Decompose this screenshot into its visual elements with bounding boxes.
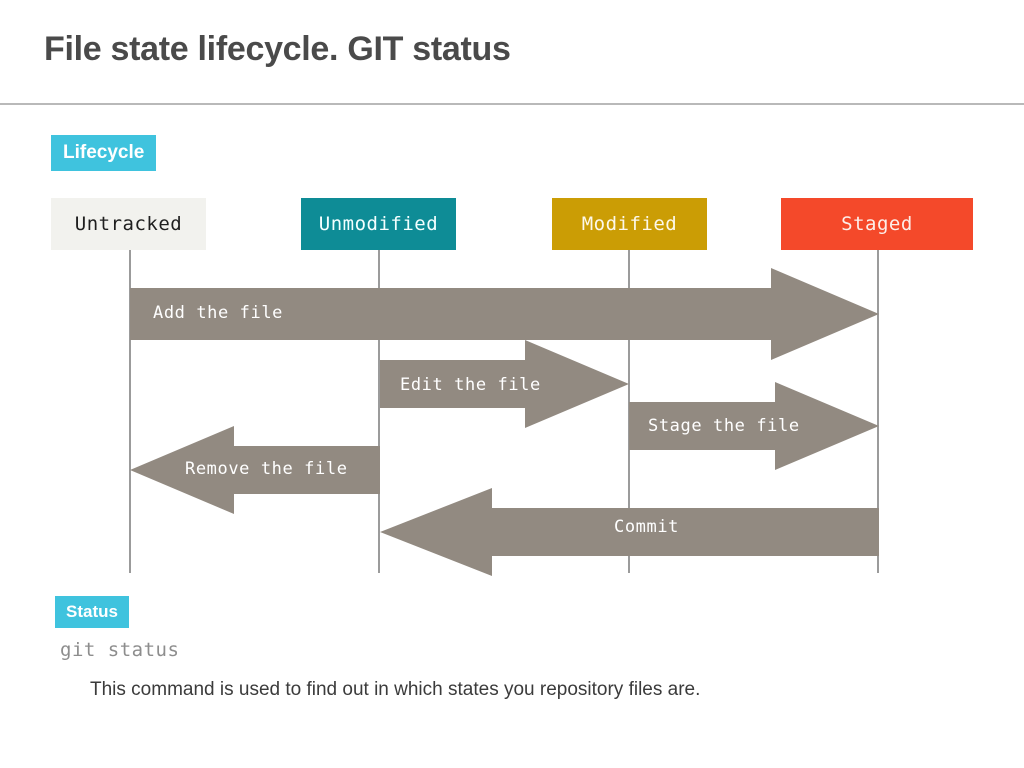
lifeline-untracked bbox=[129, 250, 131, 573]
arrow-remove-the-file[interactable] bbox=[130, 426, 380, 514]
arrow-shape-left bbox=[380, 488, 879, 576]
arrow-label-add-the-file: Add the file bbox=[153, 303, 284, 323]
state-box-staged[interactable]: Staged bbox=[781, 198, 973, 250]
arrow-label-stage-the-file: Stage the file bbox=[648, 416, 800, 436]
arrow-stage-the-file[interactable] bbox=[629, 382, 879, 470]
state-box-untracked[interactable]: Untracked bbox=[51, 198, 206, 250]
arrow-add-the-file[interactable] bbox=[130, 268, 879, 360]
lifeline-staged bbox=[877, 250, 879, 573]
state-box-modified[interactable]: Modified bbox=[552, 198, 707, 250]
arrow-label-edit-the-file: Edit the file bbox=[400, 375, 541, 395]
arrow-commit[interactable] bbox=[380, 488, 879, 576]
lifeline-unmodified bbox=[378, 250, 380, 573]
arrow-shape-right bbox=[629, 382, 879, 470]
arrow-shape-right bbox=[130, 268, 879, 360]
header-divider bbox=[0, 103, 1024, 105]
section-badge-lifecycle: Lifecycle bbox=[51, 135, 157, 171]
arrow-shape-left bbox=[130, 426, 380, 514]
arrow-shape-right bbox=[380, 340, 629, 428]
status-command-text: git status bbox=[60, 639, 180, 661]
arrow-label-commit: Commit bbox=[614, 517, 680, 537]
state-box-unmodified[interactable]: Unmodified bbox=[301, 198, 456, 250]
arrow-label-remove-the-file: Remove the file bbox=[185, 459, 348, 479]
section-badge-status: Status bbox=[55, 596, 129, 628]
page-title: File state lifecycle. GIT status bbox=[44, 30, 511, 68]
arrow-edit-the-file[interactable] bbox=[380, 340, 629, 428]
status-description-text: This command is used to find out in whic… bbox=[90, 679, 701, 700]
